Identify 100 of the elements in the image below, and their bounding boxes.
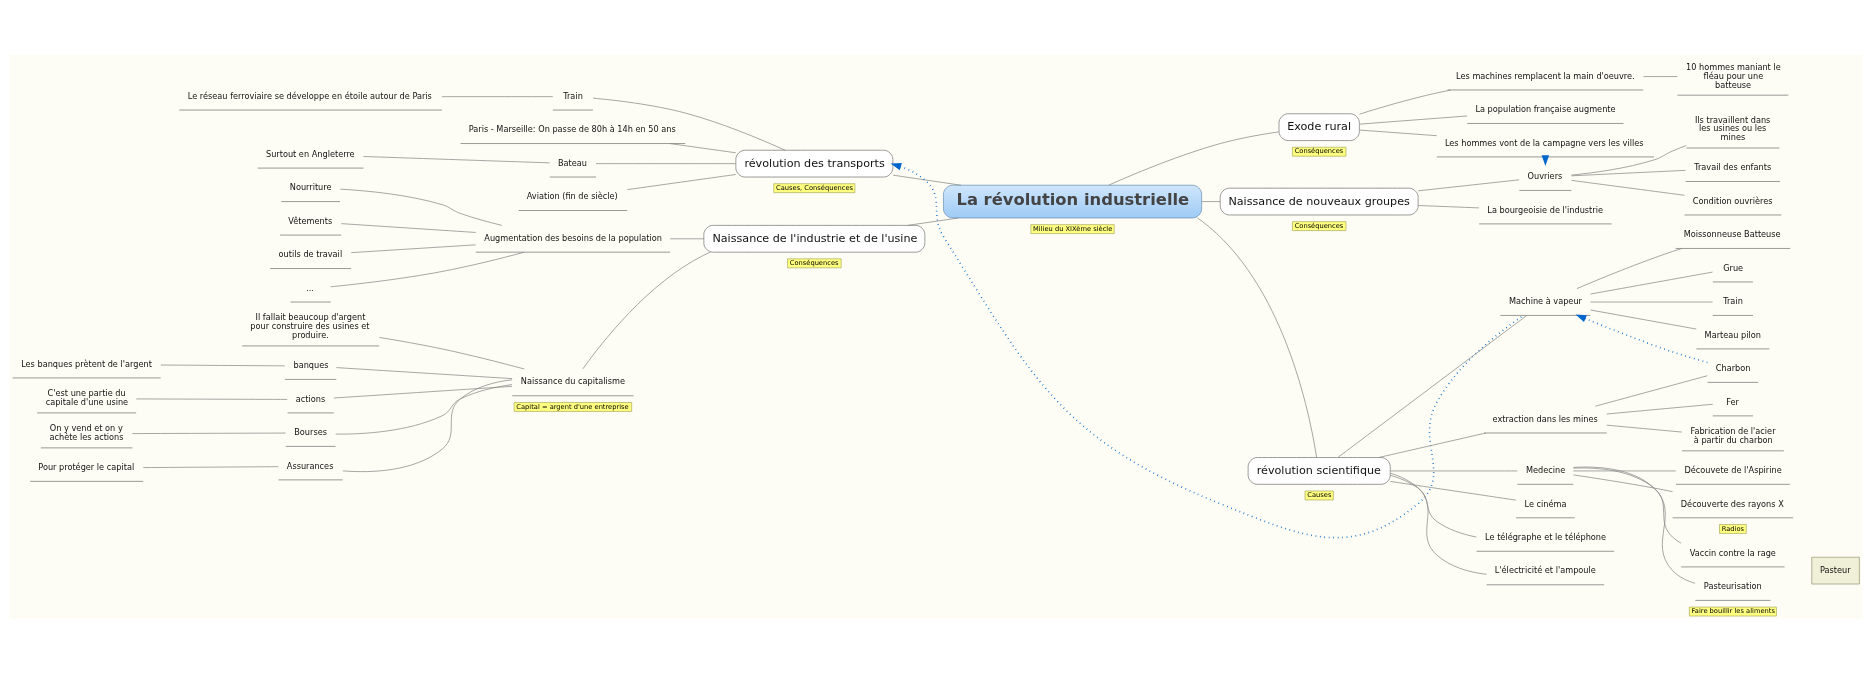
node-text: Machine à vapeur bbox=[1508, 295, 1582, 306]
connector bbox=[1573, 466, 1696, 584]
node-text: Fer bbox=[1726, 396, 1739, 407]
connector bbox=[1576, 247, 1683, 289]
node-text: La bourgeoisie de l'industrie bbox=[1487, 204, 1604, 215]
connector bbox=[595, 162, 736, 164]
connector bbox=[330, 251, 525, 287]
node-text: Naissance du capitalisme bbox=[520, 375, 625, 386]
connector bbox=[1390, 480, 1517, 500]
connector bbox=[1197, 217, 1317, 458]
connector bbox=[1573, 470, 1677, 471]
connector bbox=[339, 188, 503, 226]
connector bbox=[582, 251, 711, 369]
node-text: Vêtements bbox=[288, 215, 333, 226]
connector bbox=[1571, 169, 1686, 176]
connector bbox=[1337, 314, 1528, 458]
node-text: Les banques prètent de l'argent bbox=[21, 358, 152, 369]
node-box: révolution scientifique bbox=[1247, 456, 1391, 485]
connector bbox=[1359, 129, 1437, 136]
connector bbox=[627, 173, 737, 190]
node-text: Vaccin contre la rage bbox=[1689, 547, 1776, 558]
node-text: Le télégraphe et le téléphone bbox=[1485, 531, 1607, 542]
node-box: Exode rural bbox=[1278, 112, 1360, 141]
node-text: C'est une partie du capitale d'une usine bbox=[45, 387, 129, 407]
node-box: Naissance de l'industrie et de l'usine bbox=[703, 224, 926, 253]
node-text: Medecine bbox=[1526, 464, 1566, 475]
connector bbox=[363, 155, 550, 163]
node-text: Ils travaillent dans les usines ou les mines bbox=[1694, 114, 1771, 142]
node-text: Train bbox=[563, 90, 583, 101]
connector bbox=[1571, 144, 1687, 175]
node-text: Surtout en Angleterre bbox=[265, 148, 355, 159]
connector bbox=[378, 336, 525, 369]
node-text: Assurances bbox=[286, 460, 334, 471]
node-text: Pour protéger le capital bbox=[38, 461, 135, 472]
node-text: Ouvriers bbox=[1527, 170, 1563, 181]
connector bbox=[1201, 200, 1221, 202]
node-text: Le réseau ferroviaire se développe en étoile autour de Paris bbox=[187, 90, 432, 101]
node-text: Fabrication de l'acier à partir du charbon bbox=[1690, 425, 1776, 445]
connector bbox=[1108, 130, 1280, 185]
node-box: La révolution industrielle bbox=[943, 184, 1202, 218]
node-box: révolution des transports bbox=[735, 149, 894, 177]
connector bbox=[441, 95, 554, 97]
connector bbox=[1590, 309, 1697, 329]
node-text: Pasteurisation bbox=[1703, 580, 1762, 591]
connector bbox=[1573, 474, 1673, 492]
node-box: Pasteur bbox=[1811, 556, 1860, 584]
connector bbox=[1359, 89, 1452, 114]
connector bbox=[135, 398, 288, 400]
node-text: Les hommes vont de la campagne vers les villes bbox=[1444, 137, 1644, 148]
node-text: Grue bbox=[1723, 262, 1744, 273]
node-text: Le cinéma bbox=[1524, 498, 1567, 508]
node-text: Aviation (fin de siècle) bbox=[526, 190, 618, 201]
connector bbox=[142, 465, 279, 468]
connector bbox=[1417, 178, 1520, 191]
connector bbox=[340, 222, 477, 233]
connector bbox=[335, 383, 513, 434]
connector bbox=[1390, 474, 1477, 537]
node-text: 10 hommes maniant le fléau pour une batteuse bbox=[1686, 61, 1781, 90]
node-text: On y vend et on y achète les actions bbox=[49, 422, 124, 442]
node-text: Condition ouvrières bbox=[1692, 195, 1773, 206]
connector bbox=[1606, 403, 1714, 414]
connector bbox=[1590, 301, 1713, 302]
connector bbox=[1606, 424, 1683, 432]
node-text: Charbon bbox=[1715, 362, 1751, 373]
connector bbox=[350, 243, 476, 253]
connector bbox=[160, 364, 286, 366]
connector bbox=[1378, 432, 1487, 458]
node-text: Paris - Marseille: On passe de 80h à 14h en 50 ans bbox=[468, 123, 676, 134]
connector bbox=[1643, 75, 1678, 77]
connector bbox=[342, 378, 513, 472]
node-text: Moissonneuse Batteuse bbox=[1683, 228, 1781, 239]
node-text: ... bbox=[306, 282, 314, 293]
connector bbox=[1571, 179, 1685, 196]
connector bbox=[1595, 374, 1708, 407]
connector bbox=[1417, 204, 1480, 208]
connector bbox=[892, 174, 962, 186]
connector bbox=[669, 142, 737, 153]
connector bbox=[1390, 472, 1487, 575]
connector bbox=[1572, 467, 1682, 544]
arrow bbox=[890, 162, 1525, 538]
connector bbox=[592, 97, 786, 151]
node-text: Bateau bbox=[558, 157, 588, 168]
node-text: Les machines remplacent la main d'oeuvre. bbox=[1456, 70, 1635, 81]
node-text: extraction dans les mines bbox=[1492, 413, 1598, 424]
node-text: La population française augmente bbox=[1475, 103, 1616, 114]
node-text: Bourses bbox=[294, 426, 327, 437]
connector bbox=[132, 432, 286, 434]
node-text: actions bbox=[295, 393, 326, 404]
node-text: banques bbox=[293, 359, 329, 370]
node-box: Naissance de nouveaux groupes bbox=[1219, 187, 1419, 215]
connector bbox=[1390, 470, 1518, 471]
node-text: Train bbox=[1723, 295, 1743, 306]
connector bbox=[669, 237, 705, 239]
node-text: Il fallait beaucoup d'argent pour construire des usines et produire. bbox=[250, 311, 370, 340]
node-text: Découvete de l'Aspirine bbox=[1684, 464, 1782, 475]
connector bbox=[336, 366, 513, 379]
node-text: Marteau pilon bbox=[1704, 329, 1761, 340]
connector bbox=[333, 385, 513, 398]
node-text: Augmentation des besoins de la population bbox=[484, 232, 662, 243]
connector bbox=[1359, 115, 1468, 125]
